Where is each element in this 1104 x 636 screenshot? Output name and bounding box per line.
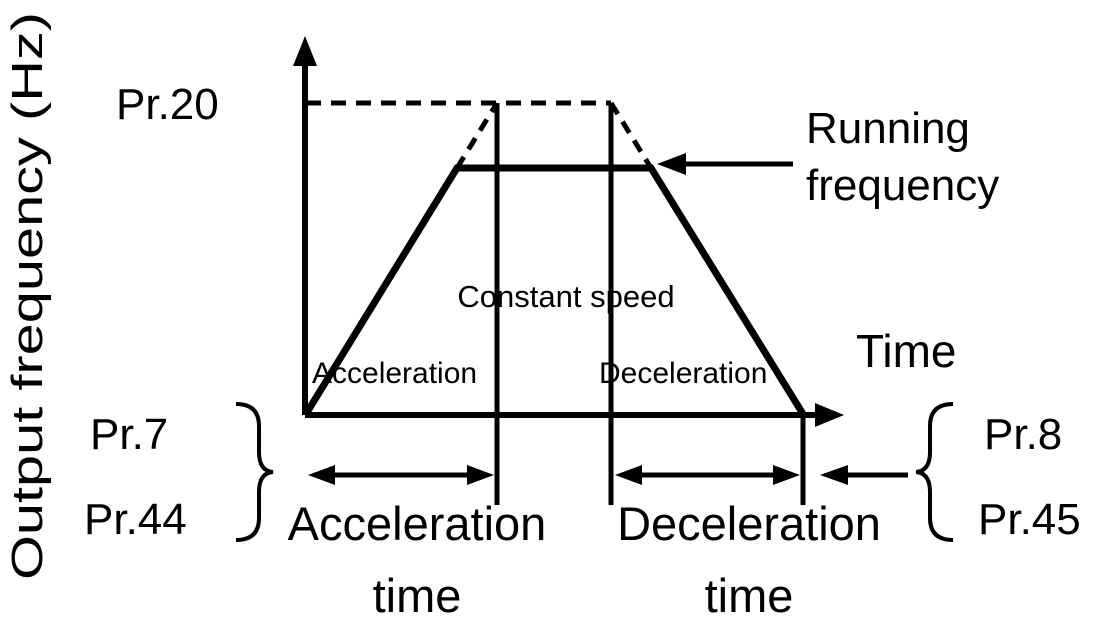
running-frequency-label-line1: Running (806, 104, 970, 153)
constant-speed-label: Constant speed (457, 279, 674, 314)
pr44-label: Pr.44 (84, 495, 187, 544)
acceleration-time-arrowhead-right-icon (467, 465, 494, 485)
acceleration-time-label-line1: Acceleration (288, 497, 547, 550)
pr45-label: Pr.45 (978, 495, 1081, 544)
deceleration-time-label-line2: time (705, 569, 794, 622)
right-params-arrowhead-icon (820, 465, 848, 485)
x-axis-arrowhead-icon (815, 403, 844, 427)
acceleration-time-label-line2: time (373, 569, 462, 622)
running-frequency-arrowhead-icon (657, 153, 686, 175)
pr8-label: Pr.8 (984, 410, 1062, 459)
y-axis-arrowhead-icon (293, 36, 317, 66)
pr20-label: Pr.20 (116, 80, 219, 129)
pr7-label: Pr.7 (90, 410, 168, 459)
deceleration-dashed-line (608, 101, 654, 170)
deceleration-time-label-line1: Deceleration (617, 497, 881, 550)
left-params-bracket (235, 402, 274, 542)
frequency-curve (303, 164, 806, 416)
running-frequency-label-line2: frequency (806, 161, 999, 210)
deceleration-time-arrowhead-left-icon (615, 465, 642, 485)
acceleration-time-arrowhead-left-icon (308, 465, 335, 485)
y-axis-label: Output frequency (Hz) (3, 12, 52, 580)
deceleration-time-arrowhead-right-icon (773, 465, 800, 485)
acceleration-label: Acceleration (312, 357, 477, 390)
time-label: Time (856, 325, 957, 377)
right-params-bracket (915, 402, 954, 542)
acceleration-dashed-line (454, 101, 500, 170)
deceleration-label: Deceleration (599, 357, 767, 390)
